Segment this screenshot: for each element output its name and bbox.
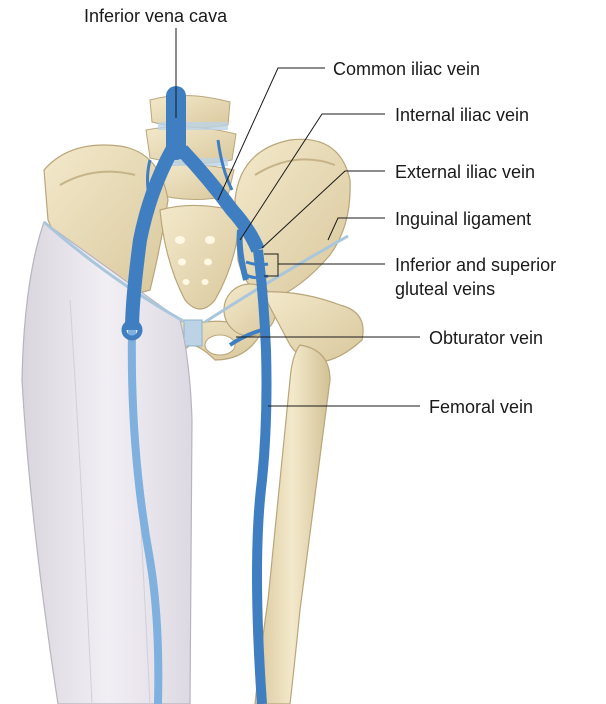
- label-common-iliac-vein: Common iliac vein: [333, 59, 481, 79]
- leader-inguinal-ligament: [327, 217, 385, 241]
- left-thigh: [21, 221, 193, 704]
- label-internal-iliac-vein: Internal iliac vein: [395, 105, 530, 125]
- leader-internal-iliac-vein: [239, 113, 385, 241]
- leader-external-iliac-vein: [261, 170, 385, 249]
- leader-common-iliac-vein: [217, 67, 325, 201]
- label-external-iliac-vein: External iliac vein: [395, 162, 536, 182]
- label-inferior-vena-cava: Inferior vena cava: [84, 6, 228, 26]
- leader-lines: [175, 28, 420, 407]
- label-gluteal-veins-line1: Inferior and superior: [395, 255, 557, 275]
- inguinal-ligaments: [43, 220, 349, 324]
- label-obturator-vein: Obturator vein: [429, 328, 544, 348]
- label-inguinal-ligament: Inguinal ligament: [395, 209, 532, 229]
- leader-gluteal-veins: [264, 253, 385, 277]
- right-femur: [223, 283, 364, 704]
- label-gluteal-veins-line2: gluteal veins: [395, 279, 496, 299]
- sacrum: [159, 204, 241, 310]
- venous-system: [121, 86, 272, 704]
- label-femoral-vein: Femoral vein: [429, 397, 534, 417]
